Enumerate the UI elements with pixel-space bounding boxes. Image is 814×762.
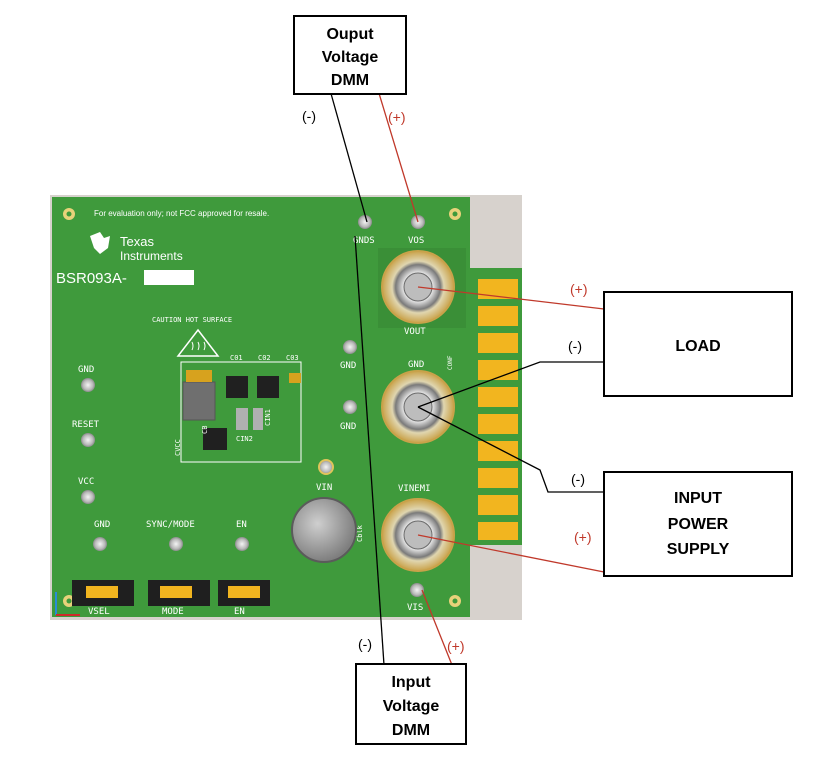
en-testpoint bbox=[235, 537, 249, 551]
wire-supply-pos bbox=[417, 534, 605, 573]
edge-connector-fingers bbox=[478, 279, 518, 540]
label-c02: C02 bbox=[258, 354, 271, 362]
label-vis: VIS bbox=[407, 603, 423, 613]
sync-mode-testpoint bbox=[169, 537, 183, 551]
wire-load-neg bbox=[417, 361, 604, 408]
label-gnd-bottom: GND bbox=[94, 520, 110, 530]
label-gnd-mid1: GND bbox=[340, 361, 356, 371]
wire-output-dmm-pos bbox=[377, 89, 419, 223]
label-jumper-mode: MODE bbox=[162, 607, 184, 617]
part-number-redaction bbox=[144, 270, 194, 285]
label-vin: VIN bbox=[316, 483, 332, 493]
brand-line2: Instruments bbox=[120, 249, 183, 263]
label-vcc: VCC bbox=[78, 477, 94, 487]
input-power-supply-box: INPUT POWER SUPPLY bbox=[603, 471, 793, 577]
output-dmm-line1: Ouput bbox=[326, 26, 374, 43]
polarity-output-dmm-neg: (-) bbox=[302, 108, 316, 124]
reset-testpoint bbox=[81, 433, 95, 447]
cap-cin1-body bbox=[253, 408, 263, 430]
ic-chip bbox=[203, 428, 227, 450]
label-gnd-terminal: GND bbox=[408, 360, 424, 370]
polarity-supply-pos: (+) bbox=[574, 529, 592, 545]
inductor-top bbox=[186, 370, 212, 382]
input-dmm-line2: Voltage bbox=[383, 698, 440, 715]
input-dmm-line3: DMM bbox=[392, 722, 430, 739]
vis-testpoint bbox=[410, 583, 424, 597]
supply-line3: SUPPLY bbox=[667, 541, 730, 558]
label-en: EN bbox=[236, 520, 247, 530]
brand-line1: Texas bbox=[120, 234, 154, 249]
label-c01: C01 bbox=[230, 354, 243, 362]
gnds-testpoint bbox=[358, 215, 372, 229]
label-gnds: GNDS bbox=[353, 236, 375, 246]
output-dmm-line2: Voltage bbox=[322, 49, 379, 66]
cap-c02-body bbox=[257, 376, 279, 398]
polarity-output-dmm-pos: (+) bbox=[388, 109, 406, 125]
cap-c01-body bbox=[226, 376, 248, 398]
label-reset: RESET bbox=[72, 420, 100, 430]
gnd-mid1-testpoint bbox=[343, 340, 357, 354]
label-vos: VOS bbox=[408, 236, 424, 246]
cap-c03-body bbox=[289, 373, 301, 383]
bulk-capacitor bbox=[291, 497, 357, 563]
polarity-input-dmm-neg: (-) bbox=[358, 636, 372, 652]
label-cin1: CIN1 bbox=[264, 409, 272, 426]
caution-label: CAUTION HOT SURFACE bbox=[152, 316, 232, 324]
hot-surface-warning-icon bbox=[176, 328, 220, 357]
vin-testpoint bbox=[318, 459, 334, 475]
supply-line1: INPUT bbox=[674, 490, 722, 507]
label-c03: C03 bbox=[286, 354, 299, 362]
label-cvcc: CVCC bbox=[174, 439, 182, 456]
label-conf: CONF bbox=[447, 355, 454, 370]
wire-output-dmm-neg bbox=[329, 89, 368, 223]
wire-input-dmm-neg bbox=[354, 235, 385, 666]
wire-input-dmm-pos bbox=[421, 589, 453, 666]
output-voltage-dmm-box: Ouput Voltage DMM bbox=[293, 15, 407, 95]
label-sync-mode: SYNC/MODE bbox=[146, 520, 195, 530]
wire-load-pos bbox=[417, 286, 605, 310]
load-box: LOAD bbox=[603, 291, 793, 397]
load-label: LOAD bbox=[675, 338, 720, 355]
label-jumper-vsel: VSEL bbox=[88, 607, 110, 617]
polarity-load-pos: (+) bbox=[570, 281, 588, 297]
output-dmm-line3: DMM bbox=[331, 72, 369, 89]
input-dmm-line1: Input bbox=[391, 674, 431, 691]
inductor bbox=[182, 381, 216, 421]
gnd-mid2-testpoint bbox=[343, 400, 357, 414]
vcc-testpoint bbox=[81, 490, 95, 504]
supply-line2: POWER bbox=[668, 516, 729, 533]
label-cin2: CIN2 bbox=[236, 435, 253, 443]
gnd-bottom-testpoint bbox=[93, 537, 107, 551]
polarity-input-dmm-pos: (+) bbox=[447, 638, 465, 654]
part-number: BSR093A- bbox=[56, 270, 127, 287]
label-gnd-mid2: GND bbox=[340, 422, 356, 432]
input-voltage-dmm-box: Input Voltage DMM bbox=[355, 663, 467, 745]
label-vinemi: VINEMI bbox=[398, 484, 431, 494]
ti-logo-icon bbox=[90, 232, 110, 254]
label-vout: VOUT bbox=[404, 327, 426, 337]
gnd-left-testpoint bbox=[81, 378, 95, 392]
wire-supply-neg bbox=[417, 406, 604, 493]
board-notice: For evaluation only; not FCC approved fo… bbox=[94, 209, 269, 218]
cap-cin2-body bbox=[236, 408, 248, 430]
polarity-supply-neg: (-) bbox=[571, 471, 585, 487]
label-cblk: Cblk bbox=[356, 524, 364, 542]
component-outline bbox=[180, 361, 302, 463]
label-cb: CB bbox=[201, 426, 209, 434]
axis-indicator-icon bbox=[55, 592, 80, 616]
label-gnd-left: GND bbox=[78, 365, 94, 375]
polarity-load-neg: (-) bbox=[568, 338, 582, 354]
label-jumper-en: EN bbox=[234, 607, 245, 617]
